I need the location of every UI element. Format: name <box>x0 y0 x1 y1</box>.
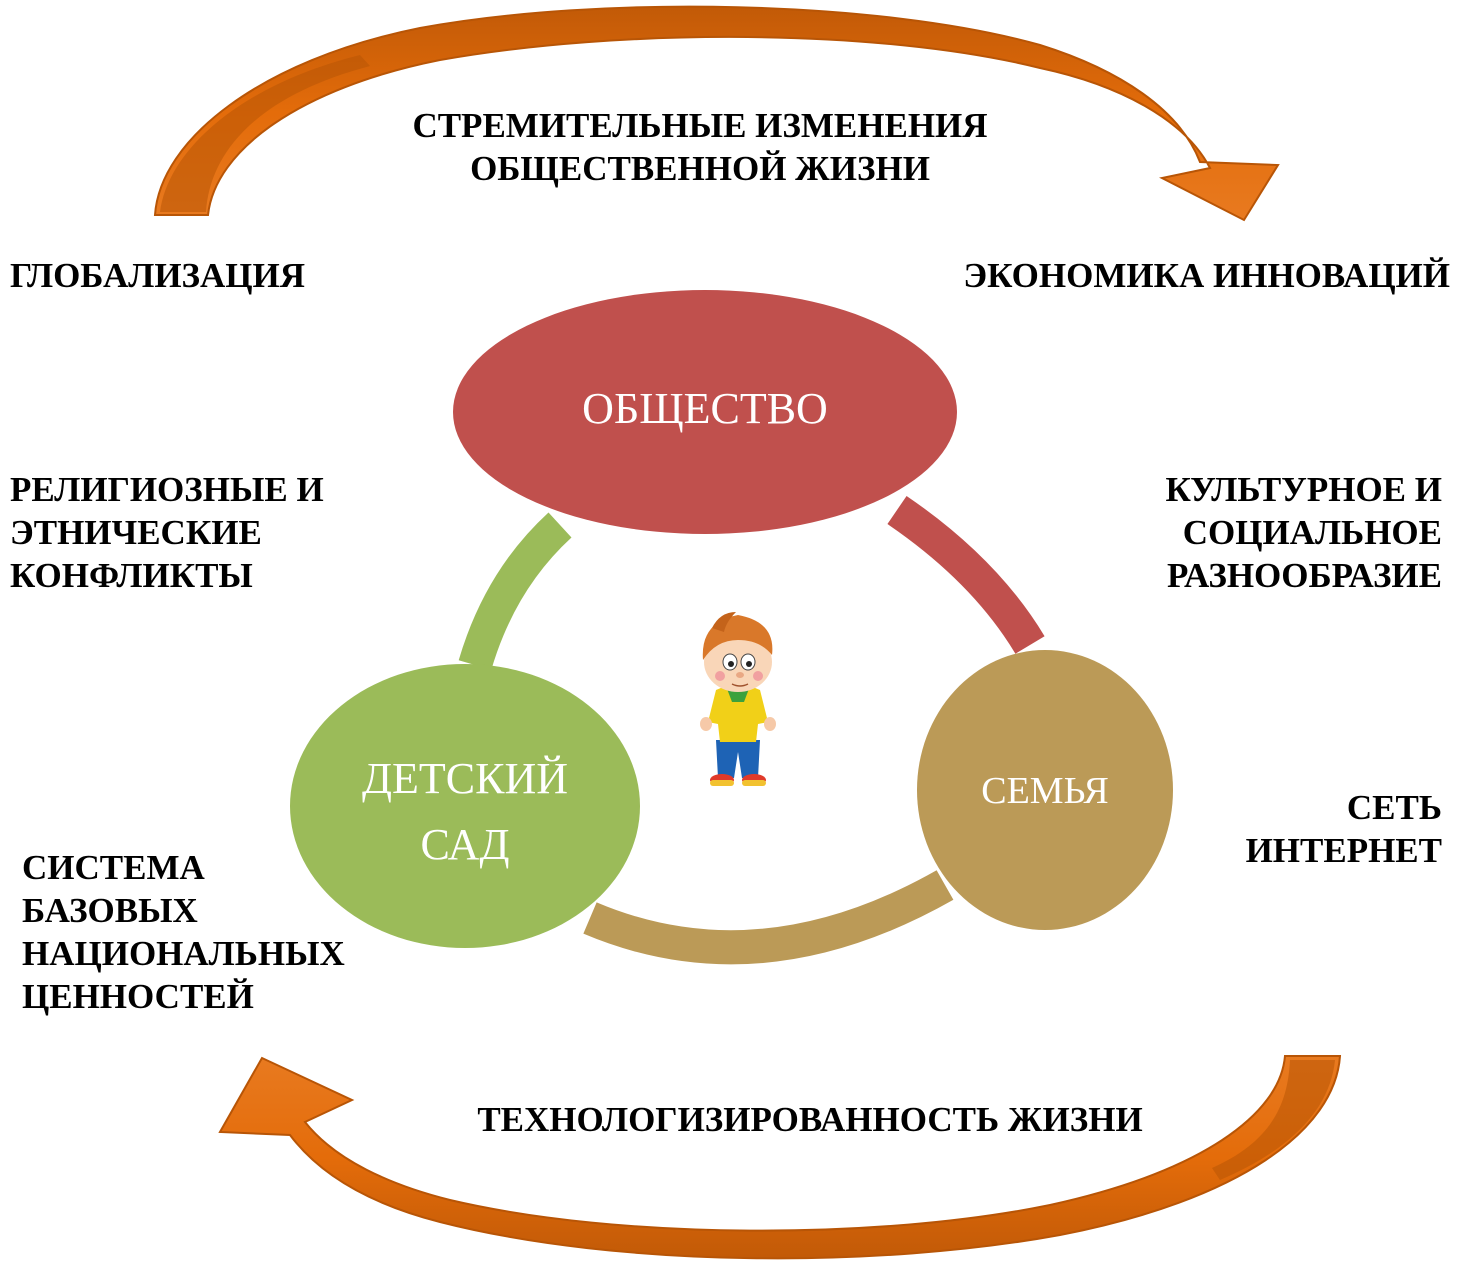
society-node-label: ОБЩЕСТВО <box>455 384 955 434</box>
factor-cultural-diversity: КУЛЬТУРНОЕ И СОЦИАЛЬНОЕ РАЗНООБРАЗИЕ <box>1165 470 1442 595</box>
bottom-curved-arrow-icon <box>218 1055 1342 1260</box>
factor-rapid-changes: СТРЕМИТЕЛЬНЫЕ ИЗМЕНЕНИЯ ОБЩЕСТВЕННОЙ ЖИЗ… <box>412 106 988 188</box>
family-node <box>917 650 1173 930</box>
factor-globalization: ГЛОБАЛИЗАЦИЯ <box>10 256 306 295</box>
kindergarten-node <box>290 664 640 948</box>
kindergarten-node-label: ДЕТСКИЙ САД <box>300 746 630 878</box>
society-node <box>453 290 957 534</box>
connector-society-family <box>887 495 1045 654</box>
factor-innovation-economy: ЭКОНОМИКА ИННОВАЦИЙ <box>963 256 1450 295</box>
kindergarten-label-line-2: САД <box>420 820 510 869</box>
factor-technologization: ТЕХНОЛОГИЗИРОВАННОСТЬ ЖИЗНИ <box>477 1100 1143 1139</box>
kindergarten-label-line-1: ДЕТСКИЙ <box>361 754 568 803</box>
family-label-line: СЕМЬЯ <box>981 770 1109 812</box>
connector-family-kindergarten <box>583 870 954 965</box>
factor-internet: СЕТЬ ИНТЕРНЕТ <box>1245 788 1442 870</box>
top-curved-arrow-icon <box>153 5 1280 222</box>
factor-national-values: СИСТЕМА БАЗОВЫХ НАЦИОНАЛЬНЫХ ЦЕННОСТЕЙ <box>22 848 345 1016</box>
child-figure-icon <box>700 612 776 786</box>
factor-religious-conflicts: РЕЛИГИОЗНЫЕ И ЭТНИЧЕСКИЕ КОНФЛИКТЫ <box>10 470 324 595</box>
society-label-line: ОБЩЕСТВО <box>582 384 828 433</box>
connector-kindergarten-society <box>458 512 572 670</box>
family-node-label: СЕМЬЯ <box>920 768 1170 814</box>
